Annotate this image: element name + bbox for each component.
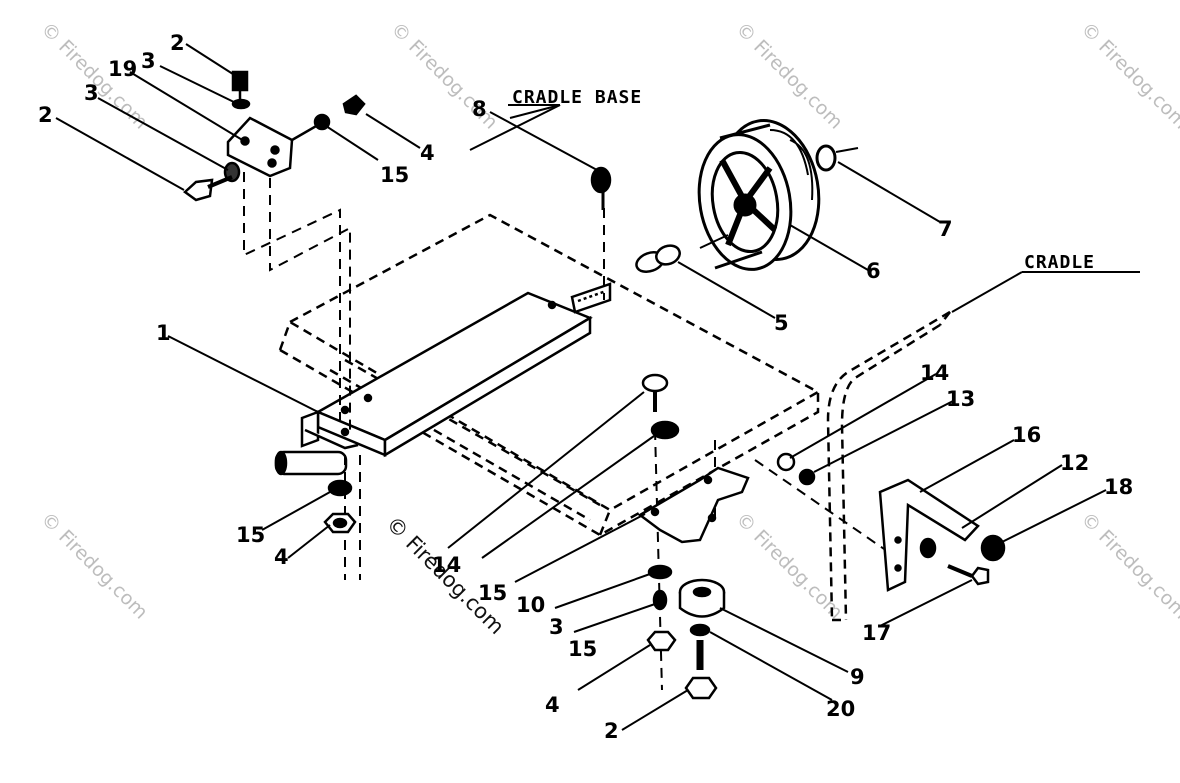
part-label: 3: [549, 615, 564, 639]
part-label: 2: [604, 719, 619, 743]
part-label: 13: [946, 387, 975, 411]
part-label: 9: [850, 665, 865, 689]
part-label: 4: [420, 141, 435, 165]
cradle-outline: [826, 310, 951, 622]
center-hardware: [637, 373, 750, 700]
part-label: 2: [38, 103, 53, 127]
part-label: 10: [516, 593, 545, 617]
part-label: 15: [478, 581, 507, 605]
part-label: 5: [774, 311, 789, 335]
title-cradle-base: CRADLE BASE: [512, 87, 642, 108]
wheel: [697, 119, 859, 271]
part-label: 3: [84, 81, 99, 105]
part-label: 8: [472, 97, 487, 121]
part-label: 6: [866, 259, 881, 283]
part-label: 15: [568, 637, 597, 661]
part-label: 20: [826, 697, 855, 721]
watermark: © Firedog.com: [731, 18, 846, 133]
part-label: 19: [108, 57, 137, 81]
watermark: © Firedog.com: [1076, 508, 1180, 623]
part-label: 4: [274, 545, 289, 569]
part-labels: 2 3 19 3 2 15 4 8 7 6 5 1 14 13 16 12 18…: [38, 31, 1133, 743]
watermark-layer: © Firedog.com © Firedog.com © Firedog.co…: [36, 18, 1180, 639]
part-label: 16: [1012, 423, 1041, 447]
part-label: 14: [432, 553, 461, 577]
part-label: 3: [141, 49, 156, 73]
lower-left-fasteners: [323, 479, 357, 534]
frame-channel: [274, 282, 612, 476]
part-label: 15: [236, 523, 265, 547]
leader-lines: [55, 43, 1140, 731]
pin: [590, 166, 612, 210]
part-label: 12: [1060, 451, 1089, 475]
bushing: [635, 244, 681, 273]
part-label: 17: [862, 621, 891, 645]
part-label: 1: [156, 321, 171, 345]
part-label: 4: [545, 693, 560, 717]
watermark: © Firedog.com: [1076, 18, 1180, 133]
part-label: 15: [380, 163, 409, 187]
watermark: © Firedog.com: [36, 508, 151, 623]
title-cradle: CRADLE: [1024, 252, 1095, 273]
mounting-bracket: [183, 70, 366, 202]
part-label: 7: [938, 217, 953, 241]
part-label: 14: [920, 361, 949, 385]
part-label: 2: [170, 31, 185, 55]
cradle-handle: [776, 452, 1006, 592]
part-label: 18: [1104, 475, 1133, 499]
